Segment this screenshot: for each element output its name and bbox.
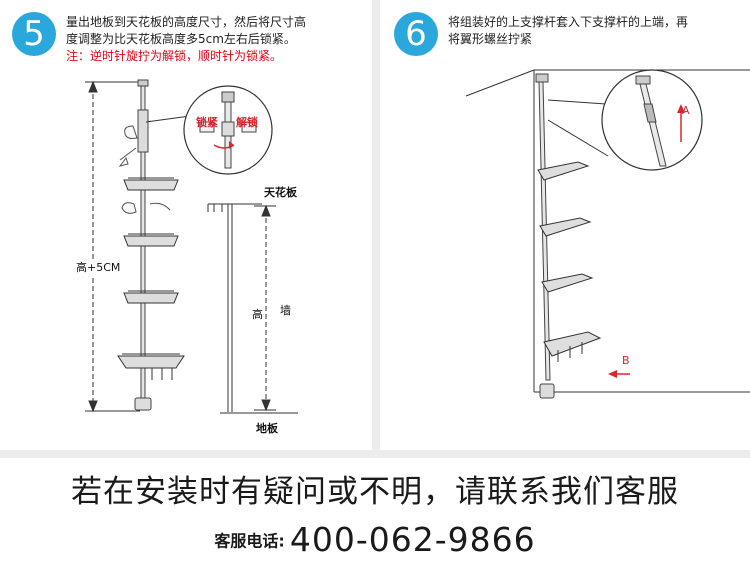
step-6-line2: 将翼形螺丝拧紧 (448, 32, 533, 46)
step-6-number: 6 (394, 12, 438, 56)
phone-label: 客服电话: (214, 531, 285, 551)
step-5-number: 5 (12, 12, 56, 56)
step-6-illustration (465, 69, 750, 399)
phone-row: 客服电话: 400-062-9866 (0, 520, 750, 559)
arrow-b (608, 370, 630, 378)
unlock-label: 解锁 (236, 116, 258, 129)
shelves (117, 177, 185, 380)
step-5-instructions: 量出地板到天花板的高度尺寸，然后将尺寸高 度调整为比天花板高度多5cm左右后锁紧… (66, 14, 366, 65)
phone-number[interactable]: 400-062-9866 (289, 520, 536, 559)
ceiling-label: 天花板 (264, 186, 297, 199)
floor-label: 地板 (256, 422, 278, 435)
height-label: 高 (252, 308, 263, 321)
shelves-right (537, 161, 602, 362)
step-5-panel: 5 量出地板到天花板的高度尺寸，然后将尺寸高 度调整为比天花板高度多5cm左右后… (0, 0, 372, 450)
ceiling-wall-diagram (207, 203, 298, 414)
step-5-line2: 度调整为比天花板高度多5cm左右后锁紧。 (66, 32, 296, 46)
hand-middle (121, 202, 171, 214)
room-corner (465, 69, 750, 393)
arrow-a-label: A (682, 104, 690, 117)
hand-top (118, 125, 138, 167)
contact-footer (0, 450, 750, 575)
step-6-panel: 6 将组装好的上支撑杆套入下支撑杆的上端，再 将翼形螺丝拧紧 (380, 0, 750, 450)
height-plus-label: 高+5CM (76, 259, 121, 275)
lock-label: 锁紧 (196, 116, 218, 129)
step-5-note: 注：逆时针旋拧为解锁，顺时针为锁紧。 (66, 49, 283, 63)
step-5-line1: 量出地板到天花板的高度尺寸，然后将尺寸高 (66, 15, 307, 29)
joint-detail-magnifier (547, 69, 703, 171)
footer-divider (0, 450, 750, 458)
step-5-illustration (85, 79, 298, 414)
step-6-line1: 将组装好的上支撑杆套入下支撑杆的上端，再 (448, 15, 689, 29)
height-dimension-line (85, 80, 140, 413)
step-6-instructions: 将组装好的上支撑杆套入下支撑杆的上端，再 将翼形螺丝拧紧 (448, 14, 744, 48)
arrow-b-label: B (622, 354, 630, 367)
lock-detail-magnifier (145, 85, 273, 175)
support-question: 若在安装时有疑问或不明，请联系我们客服 (71, 474, 679, 510)
wall-label: 墙 (280, 304, 291, 317)
